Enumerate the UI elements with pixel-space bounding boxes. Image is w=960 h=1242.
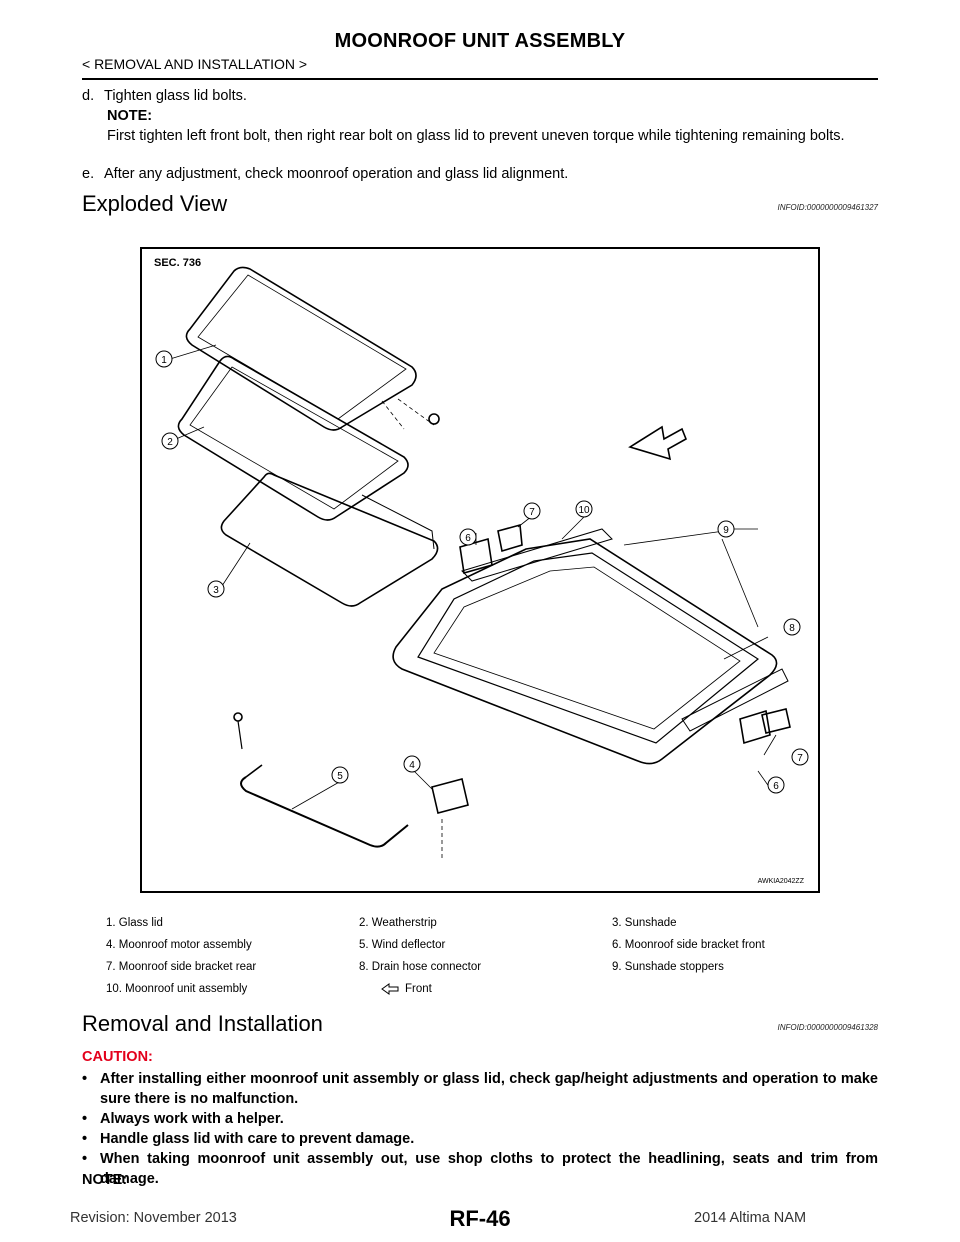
legend-row: 10. Moonroof unit assembly Front [106, 978, 866, 1000]
callout-1: 1 [161, 355, 167, 366]
note-text: First tighten left front bolt, then righ… [107, 128, 845, 144]
step-text: Tighten glass lid bolts. [104, 88, 247, 104]
note-block: NOTE: First tighten left front bolt, the… [107, 106, 878, 146]
legend-item: 1. Glass lid [106, 917, 163, 929]
legend-front: Front [359, 983, 612, 995]
infoid-label: INFOID:0000000009461327 [777, 203, 878, 212]
legend-item: 7. Moonroof side bracket rear [106, 961, 257, 973]
legend-row: 7. Moonroof side bracket rear 8. Drain h… [106, 956, 866, 978]
page-number: RF-46 [449, 1206, 511, 1231]
callout-4: 4 [409, 760, 415, 771]
legend-row: 1. Glass lid 2. Weatherstrip 3. Sunshade [106, 912, 866, 934]
callout-6b: 6 [773, 781, 779, 792]
note-label: NOTE: [82, 1172, 128, 1188]
callout-7b: 7 [797, 753, 803, 764]
moonroof-exploded-diagram: 1 2 3 4 5 6 7 8 9 10 7 6 [155, 266, 809, 859]
legend-item: 3. Sunshade [612, 917, 677, 929]
callout-7: 7 [529, 507, 535, 518]
sunshade-shape [220, 472, 439, 607]
section-number-label: SEC. 736 [154, 257, 202, 269]
callout-10: 10 [578, 505, 590, 516]
section-title-removal: Removal and Installation [82, 1011, 323, 1036]
step-e: e. After any adjustment, check moonroof o… [82, 164, 878, 184]
step-marker: d. [82, 88, 95, 104]
infoid-label: INFOID:0000000009461328 [777, 1023, 878, 1032]
weatherstrip-shape [177, 355, 409, 521]
glass-lid-shape [185, 266, 417, 431]
header-divider [82, 78, 878, 80]
front-arrow-icon [628, 425, 688, 461]
wind-deflector-shape [240, 776, 409, 848]
legend-item: 4. Moonroof motor assembly [106, 939, 252, 951]
motor-shape [431, 778, 469, 814]
caution-item: •Always work with a helper. [82, 1111, 284, 1127]
legend-item: 9. Sunshade stoppers [612, 961, 724, 973]
moonroof-frame-shape [392, 538, 778, 765]
exploded-view-figure: SEC. 736 [140, 247, 820, 893]
legend-item: 10. Moonroof unit assembly [106, 983, 248, 995]
legend-item: 8. Drain hose connector [359, 961, 482, 973]
legend-row: 4. Moonroof motor assembly 5. Wind defle… [106, 934, 866, 956]
revision-date: Revision: November 2013 [70, 1210, 237, 1226]
breadcrumb: < REMOVAL AND INSTALLATION > [82, 56, 308, 72]
model-label: 2014 Altima NAM [694, 1210, 807, 1226]
caution-item: •After installing either moonroof unit a… [82, 1071, 878, 1107]
callout-9: 9 [723, 525, 729, 536]
front-arrow-icon [381, 983, 399, 995]
step-d: d. Tighten glass lid bolts. [82, 86, 878, 106]
callout-8: 8 [789, 623, 795, 634]
callout-3: 3 [213, 585, 219, 596]
caution-label: CAUTION: [82, 1049, 153, 1065]
note-label: NOTE: [107, 108, 153, 124]
page-title: MOONROOF UNIT ASSEMBLY [334, 30, 626, 52]
legend-item: 2. Weatherstrip [359, 917, 437, 929]
step-text: After any adjustment, check moonroof ope… [104, 166, 569, 182]
step-marker: e. [82, 166, 95, 182]
parts-legend: 1. Glass lid 2. Weatherstrip 3. Sunshade… [106, 912, 866, 1000]
caution-item: •When taking moonroof unit assembly out,… [82, 1151, 878, 1187]
figure-code: AWKIA2042ZZ [757, 878, 804, 885]
callout-2: 2 [167, 437, 173, 448]
callout-6: 6 [465, 533, 471, 544]
section-title-exploded-view: Exploded View [82, 191, 228, 216]
legend-item: 6. Moonroof side bracket front [612, 939, 765, 951]
caution-list: •After installing either moonroof unit a… [82, 1069, 878, 1189]
front-label: Front [405, 983, 432, 995]
callout-5: 5 [337, 771, 343, 782]
legend-item: 5. Wind deflector [359, 939, 446, 951]
caution-item: •Handle glass lid with care to prevent d… [82, 1131, 415, 1147]
